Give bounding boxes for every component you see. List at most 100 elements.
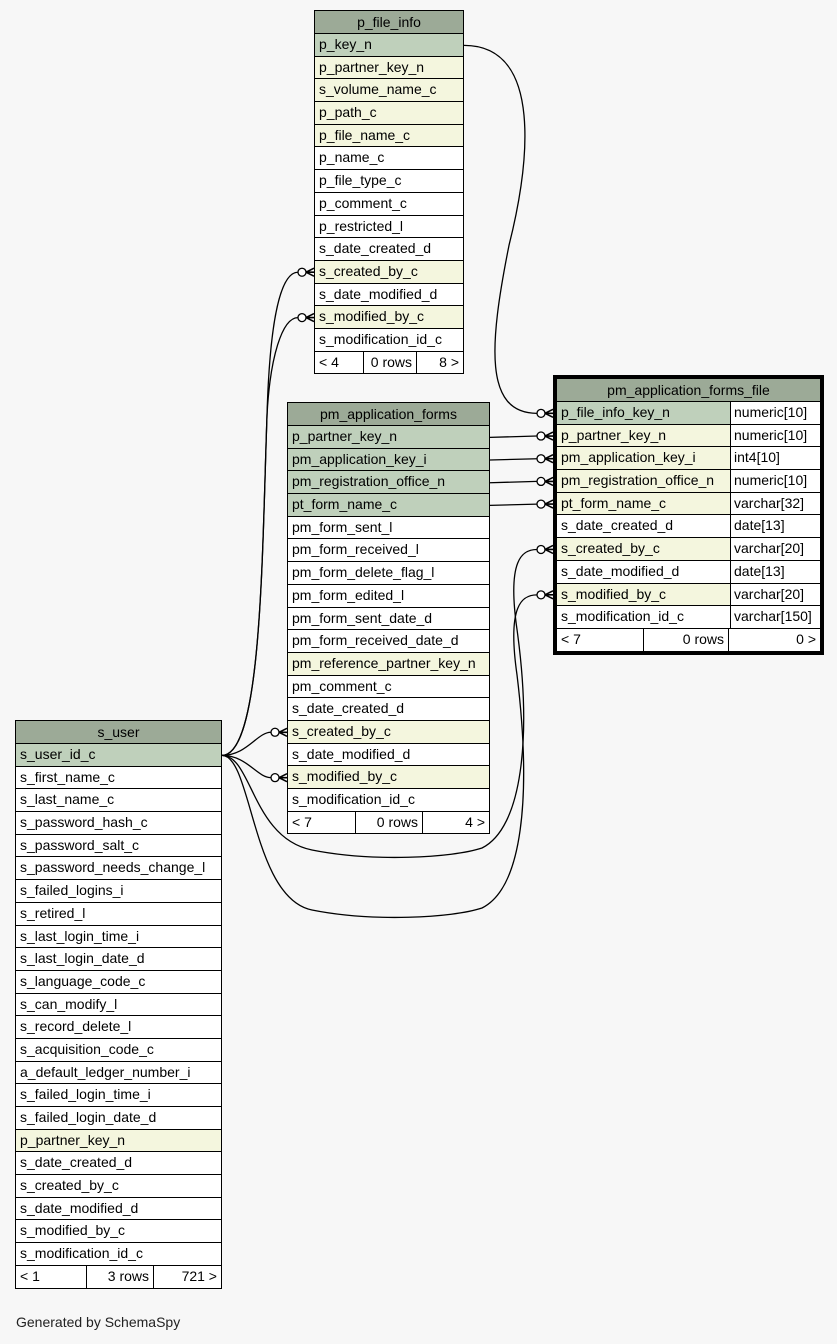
column-row[interactable]: pm_form_received_l <box>288 539 489 563</box>
column-row[interactable]: s_modified_by_c <box>315 306 463 329</box>
column-name[interactable]: s_retired_l <box>16 902 221 925</box>
column-row[interactable]: s_last_login_date_d <box>16 948 221 971</box>
column-name[interactable]: s_failed_logins_i <box>16 880 221 902</box>
column-name[interactable]: s_modified_by_c <box>557 583 730 606</box>
column-name[interactable]: p_restricted_l <box>315 215 463 238</box>
column-name[interactable]: p_file_type_c <box>315 170 463 192</box>
column-name[interactable]: s_user_id_c <box>16 744 221 766</box>
column-name[interactable]: pm_form_received_date_d <box>288 630 489 652</box>
column-row[interactable]: s_modified_by_c <box>16 1220 221 1244</box>
column-name[interactable]: p_partner_key_n <box>315 56 463 79</box>
column-row[interactable]: s_failed_login_date_d <box>16 1107 221 1130</box>
column-name[interactable]: s_date_modified_d <box>16 1197 221 1220</box>
parents-count[interactable]: < 1 <box>16 1265 87 1288</box>
column-row[interactable]: s_last_name_c <box>16 789 221 813</box>
column-name[interactable]: pm_reference_partner_key_n <box>288 652 489 675</box>
column-name[interactable]: pm_registration_office_n <box>288 471 489 494</box>
column-name[interactable]: pm_comment_c <box>288 675 489 698</box>
column-row[interactable]: s_user_id_c <box>16 744 221 767</box>
column-row[interactable]: s_date_created_d <box>288 698 489 721</box>
column-row[interactable]: s_retired_l <box>16 902 221 926</box>
column-name[interactable]: s_created_by_c <box>16 1175 221 1197</box>
column-name[interactable]: s_date_modified_d <box>288 743 489 766</box>
column-row[interactable]: s_first_name_c <box>16 766 221 790</box>
column-name[interactable]: s_password_hash_c <box>16 812 221 834</box>
column-name[interactable]: s_last_login_time_i <box>16 925 221 948</box>
column-name[interactable]: p_file_name_c <box>315 124 463 147</box>
column-name[interactable]: s_password_needs_change_l <box>16 857 221 880</box>
column-name[interactable]: pt_form_name_c <box>557 492 730 515</box>
column-row[interactable]: pm_form_edited_l <box>288 584 489 608</box>
column-row[interactable]: s_date_created_d <box>315 238 463 261</box>
column-name[interactable]: pm_form_sent_l <box>288 516 489 539</box>
children-count[interactable]: 8 > <box>439 353 459 370</box>
column-row[interactable]: s_created_by_c <box>16 1175 221 1198</box>
column-name[interactable]: s_failed_login_time_i <box>16 1084 221 1106</box>
column-row[interactable]: s_created_by_c <box>288 720 489 744</box>
parents-count[interactable]: < 7 <box>288 811 356 834</box>
column-name[interactable]: p_partner_key_n <box>288 426 489 448</box>
column-name[interactable]: pm_application_key_i <box>288 448 489 471</box>
column-name[interactable]: pm_form_delete_flag_l <box>288 562 489 584</box>
column-row[interactable]: p_file_type_c <box>315 170 463 193</box>
column-row[interactable]: p_restricted_l <box>315 215 463 239</box>
table-title[interactable]: p_file_info <box>315 11 463 34</box>
column-row[interactable]: pm_form_sent_l <box>288 516 489 540</box>
column-row[interactable]: s_acquisition_code_c <box>16 1038 221 1062</box>
table-title[interactable]: s_user <box>16 721 221 744</box>
column-row[interactable]: pt_form_name_c <box>288 494 489 517</box>
column-row[interactable]: s_created_by_c <box>315 260 463 284</box>
column-row[interactable]: s_date_modified_d <box>315 283 463 307</box>
column-name[interactable]: s_created_by_c <box>288 720 489 743</box>
column-name[interactable]: s_modified_by_c <box>315 306 463 328</box>
column-row[interactable]: s_can_modify_l <box>16 993 221 1017</box>
column-name[interactable]: s_record_delete_l <box>16 1016 221 1038</box>
column-row[interactable]: s_last_login_time_i <box>16 925 221 949</box>
column-row[interactable]: p_key_n <box>315 34 463 57</box>
parents-count[interactable]: < 7 <box>557 628 644 651</box>
column-row[interactable]: s_date_created_d <box>16 1152 221 1176</box>
table-pm-application-forms-file[interactable]: pm_application_forms_file p_file_info_ke… <box>553 375 824 655</box>
column-name[interactable]: s_first_name_c <box>16 766 221 789</box>
column-name[interactable]: s_date_created_d <box>288 698 489 720</box>
column-row[interactable]: s_modification_id_c <box>16 1243 221 1266</box>
column-name[interactable]: s_last_name_c <box>16 789 221 812</box>
column-row[interactable]: p_path_c <box>315 102 463 125</box>
column-name[interactable]: s_failed_login_date_d <box>16 1107 221 1129</box>
column-row[interactable]: s_volume_name_c <box>315 79 463 103</box>
column-row[interactable]: s_password_hash_c <box>16 812 221 835</box>
column-row[interactable]: s_failed_login_time_i <box>16 1084 221 1107</box>
children-count[interactable]: 721 > <box>181 1267 217 1284</box>
column-name[interactable]: s_date_created_d <box>16 1152 221 1175</box>
column-name[interactable]: s_language_code_c <box>16 970 221 993</box>
column-name[interactable]: pm_form_sent_date_d <box>288 607 489 630</box>
column-row[interactable]: s_modification_id_c <box>315 328 463 352</box>
column-name[interactable]: p_partner_key_n <box>16 1129 221 1152</box>
column-row[interactable]: pm_application_key_i <box>288 448 489 472</box>
column-name[interactable]: s_can_modify_l <box>16 993 221 1016</box>
column-row[interactable]: s_language_code_c <box>16 970 221 994</box>
column-name[interactable]: s_modification_id_c <box>16 1243 221 1265</box>
column-row[interactable]: s_record_delete_l <box>16 1016 221 1039</box>
column-name[interactable]: s_date_modified_d <box>315 283 463 306</box>
column-name[interactable]: p_key_n <box>315 34 463 56</box>
column-name[interactable]: s_modification_id_c <box>288 789 489 811</box>
column-row[interactable]: s_date_modified_d <box>16 1197 221 1221</box>
children-count[interactable]: 0 > <box>796 630 816 647</box>
column-name[interactable]: s_modification_id_c <box>557 606 730 628</box>
column-row[interactable]: p_partner_key_n <box>16 1129 221 1153</box>
column-name[interactable]: a_default_ledger_number_i <box>16 1061 221 1084</box>
column-row[interactable]: a_default_ledger_number_i <box>16 1061 221 1085</box>
column-name[interactable]: p_path_c <box>315 102 463 124</box>
column-name[interactable]: p_name_c <box>315 147 463 170</box>
